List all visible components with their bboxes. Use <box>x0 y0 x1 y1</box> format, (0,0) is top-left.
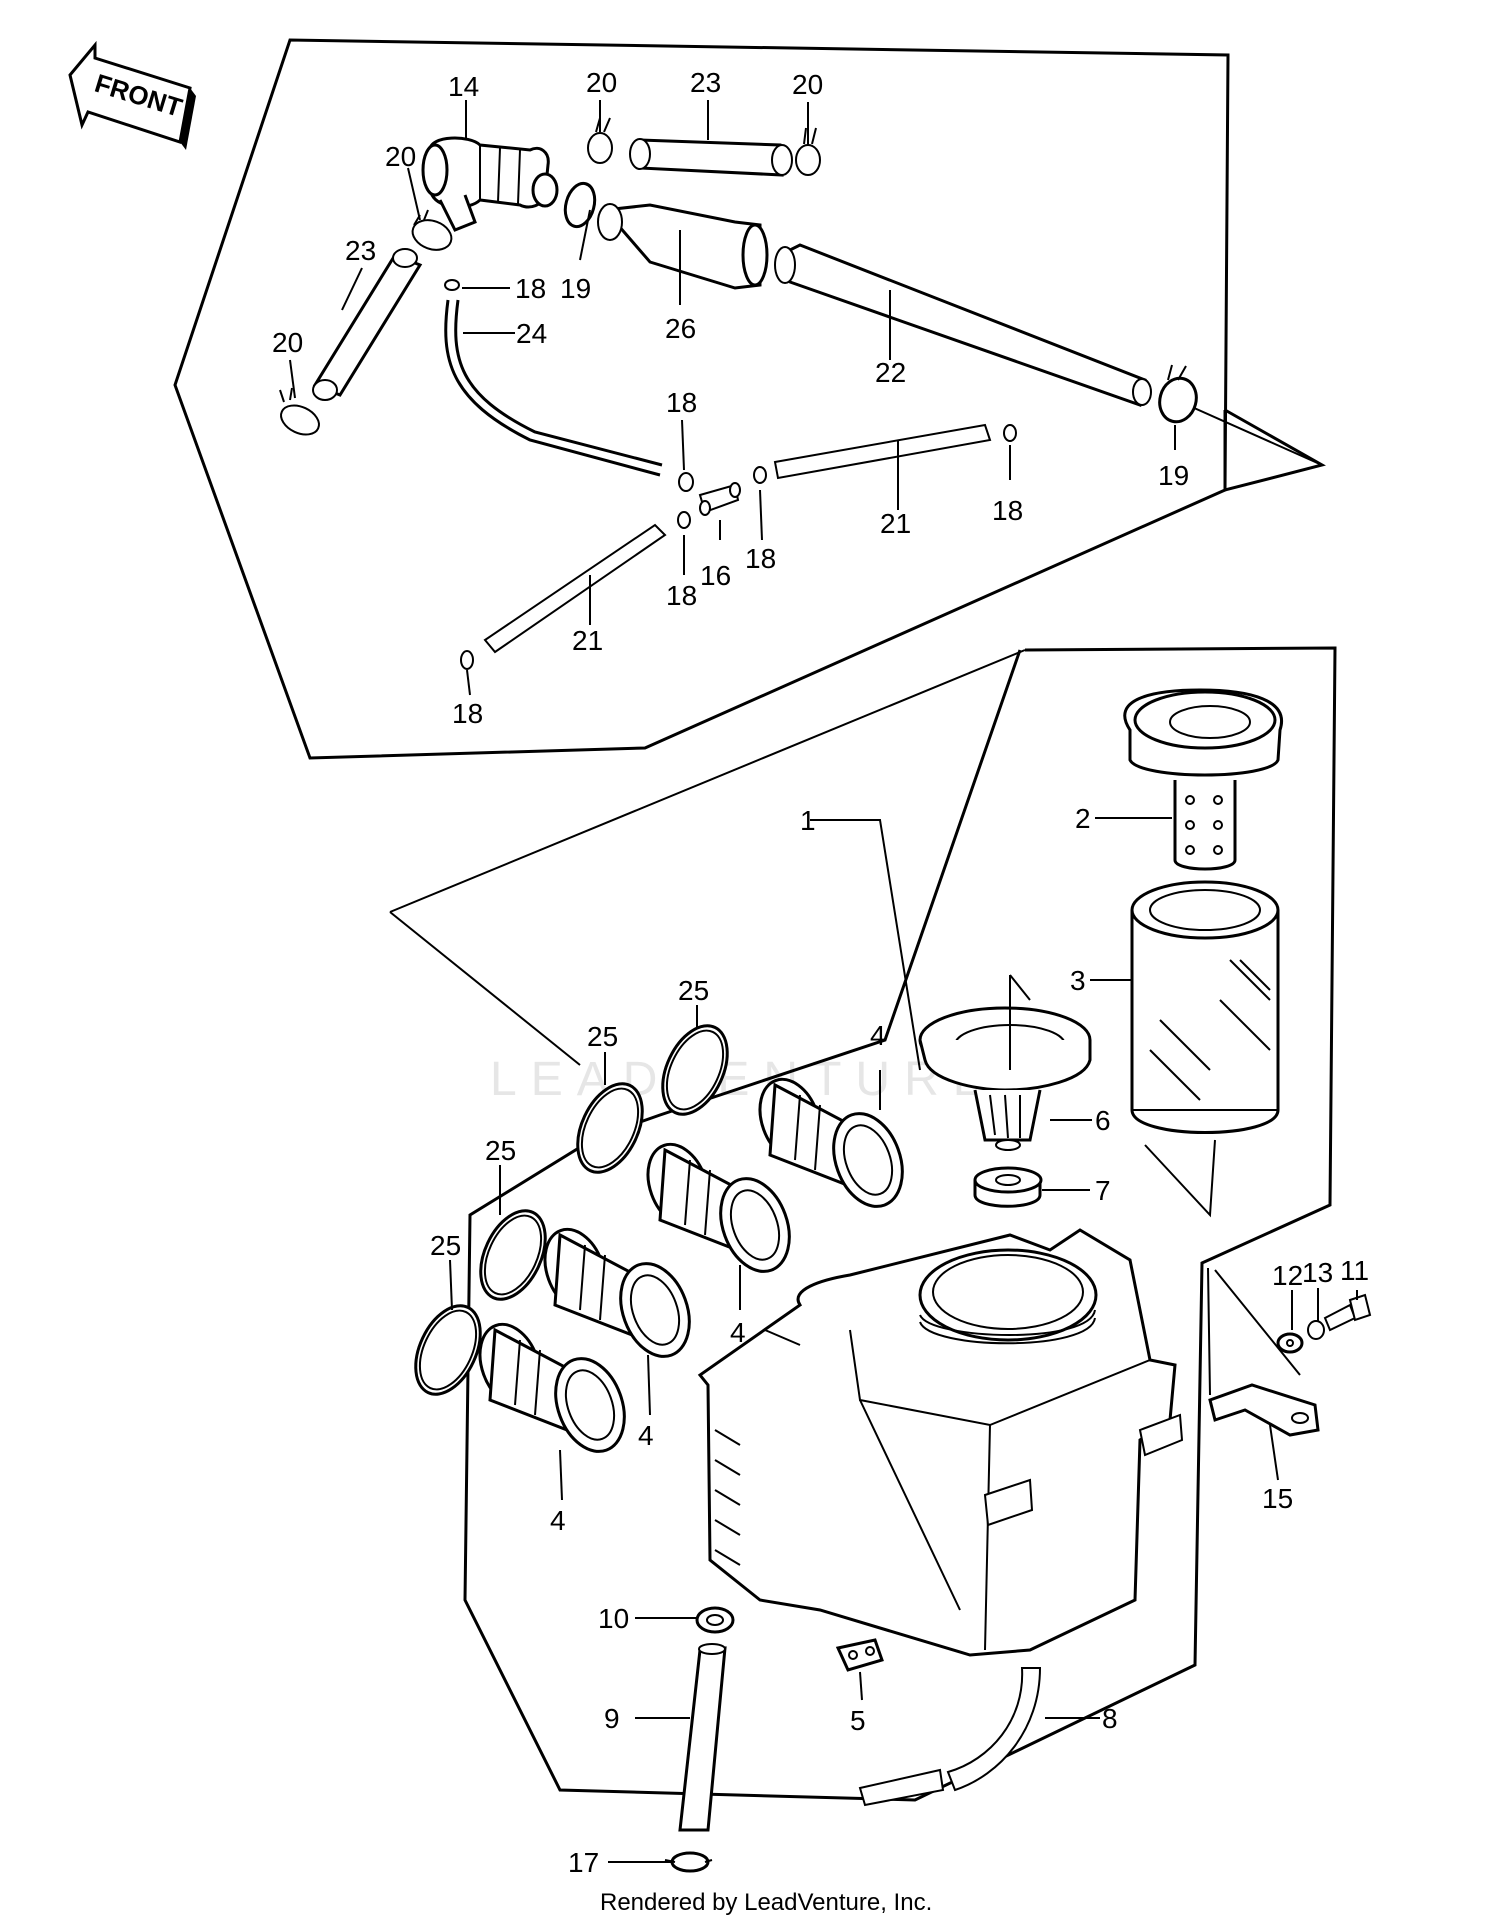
intake-boot-part-4c <box>543 1227 691 1358</box>
callout-3: 3 <box>1070 965 1086 996</box>
hose-part-21-left <box>483 523 667 654</box>
callout-2: 2 <box>1075 803 1091 834</box>
callout-25-b: 25 <box>587 1021 618 1052</box>
callout-20-left: 20 <box>385 141 416 172</box>
footer-credit: Rendered by LeadVenture, Inc. <box>600 1889 932 1916</box>
callout-4-top: 4 <box>870 1020 886 1051</box>
callout-18-bottom: 18 <box>452 698 483 729</box>
drain-tube-part-9 <box>678 1643 727 1832</box>
grommet-part-5 <box>835 1638 884 1672</box>
air-cleaner-housing-part-1 <box>697 1228 1184 1657</box>
drain-hose-part-8 <box>858 1667 1042 1807</box>
callout-18-center: 18 <box>666 387 697 418</box>
breather-housing-part-14 <box>421 136 559 232</box>
callout-10: 10 <box>598 1603 629 1634</box>
fitting-part-18-top <box>444 279 460 291</box>
hose-clamp-part-20d <box>279 387 320 436</box>
intake-boot-part-4a <box>758 1077 904 1208</box>
callout-24: 24 <box>516 318 547 349</box>
watermark-text: LEADVENTURE <box>490 1053 999 1106</box>
intake-boot-part-4d <box>478 1322 626 1453</box>
resonator-part-26 <box>597 203 769 290</box>
lower-group-frame <box>463 646 1337 1802</box>
callout-18-upper: 18 <box>515 273 546 304</box>
callout-14: 14 <box>448 71 479 102</box>
callout-23-left: 23 <box>345 235 376 266</box>
callout-25-d: 25 <box>430 1230 461 1261</box>
bolt-part-11 <box>1323 1293 1372 1332</box>
hose-clamp-part-19a <box>563 181 597 229</box>
intake-boot-part-4b <box>646 1142 791 1273</box>
hose-part-23-top <box>629 138 793 177</box>
hose-part-21-right <box>773 423 992 480</box>
filter-cap-part-2 <box>1123 688 1283 871</box>
callout-4-center: 4 <box>730 1317 746 1348</box>
nut-part-12 <box>1276 1332 1304 1354</box>
callout-9: 9 <box>604 1703 620 1734</box>
tee-joint-part-16 <box>698 482 741 516</box>
vent-hose-part-24 <box>444 299 663 477</box>
callout-7: 7 <box>1095 1175 1111 1206</box>
callout-18-lower: 18 <box>666 580 697 611</box>
bracket-part-15 <box>1208 1383 1320 1437</box>
callout-22: 22 <box>875 357 906 388</box>
callout-11: 11 <box>1340 1255 1369 1286</box>
upper-group-frame <box>1223 408 1326 492</box>
callout-23-top: 23 <box>690 67 721 98</box>
hose-part-22 <box>774 243 1152 407</box>
callout-12: 12 <box>1272 1260 1303 1291</box>
fitting-part-18-lower <box>677 511 691 529</box>
callout-17: 17 <box>568 1847 599 1878</box>
callout-8: 8 <box>1102 1703 1118 1734</box>
callout-18-far-right: 18 <box>992 495 1023 526</box>
fitting-part-18-right <box>753 466 767 484</box>
callout-5: 5 <box>850 1705 866 1736</box>
callout-25-a: 25 <box>678 975 709 1006</box>
fitting-part-18-mid <box>678 472 694 492</box>
o-ring-part-25d <box>414 1304 482 1396</box>
grommet-part-10 <box>695 1606 735 1634</box>
o-ring-part-25a <box>661 1024 729 1116</box>
hose-clamp-part-20a <box>411 209 453 251</box>
callout-21-right: 21 <box>880 508 911 539</box>
callout-25-c: 25 <box>485 1135 516 1166</box>
callout-19-right: 19 <box>1158 460 1189 491</box>
callout-15: 15 <box>1262 1483 1293 1514</box>
washer-part-13 <box>1307 1320 1325 1340</box>
front-direction-arrow-icon: FRONT <box>68 40 196 150</box>
callout-20-top-left: 20 <box>586 67 617 98</box>
callout-4-bottom: 4 <box>550 1505 566 1536</box>
callout-6: 6 <box>1095 1105 1111 1136</box>
callout-20-bottom-left: 20 <box>272 327 303 358</box>
o-ring-part-25c <box>479 1209 547 1301</box>
grommet-part-7 <box>973 1166 1043 1208</box>
callout-1: 1 <box>800 805 816 836</box>
fitting-part-18-far-right <box>1003 424 1017 442</box>
hose-clamp-part-17 <box>664 1851 713 1873</box>
callout-26: 26 <box>665 313 696 344</box>
callout-21-left: 21 <box>572 625 603 656</box>
hose-part-23-left <box>312 248 423 401</box>
filter-element-part-3 <box>1130 880 1280 1134</box>
callout-16: 16 <box>700 560 731 591</box>
funnel-part-6 <box>918 1006 1092 1151</box>
callout-20-top-right: 20 <box>792 69 823 100</box>
callout-13: 13 <box>1302 1257 1333 1288</box>
callout-4-left: 4 <box>638 1420 654 1451</box>
callout-19-upper: 19 <box>560 273 591 304</box>
hose-clamp-part-19b <box>1158 364 1198 424</box>
o-ring-part-25b <box>576 1082 644 1174</box>
fitting-part-18-bottom <box>460 650 474 670</box>
hose-clamp-part-20b <box>587 117 613 164</box>
callout-18-mid-right: 18 <box>745 543 776 574</box>
